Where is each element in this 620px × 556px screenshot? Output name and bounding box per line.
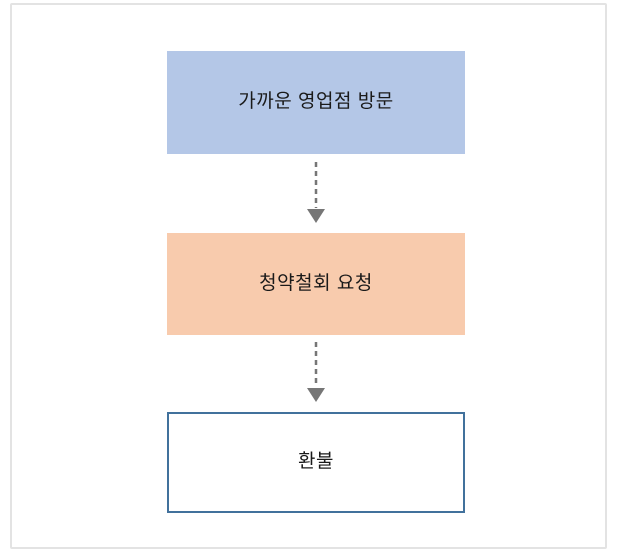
flow-step-withdrawal-request-label: 청약철회 요청 <box>259 272 373 294</box>
flowchart-card: 가까운 영업점 방문 청약철회 요청 환불 <box>10 3 607 549</box>
flow-step-refund-label: 환불 <box>298 451 334 473</box>
dashed-down-arrow-icon <box>306 335 326 412</box>
flow-step-withdrawal-request: 청약철회 요청 <box>167 233 465 335</box>
dashed-down-arrow-icon <box>306 154 326 233</box>
flow-step-visit-branch-label: 가까운 영업점 방문 <box>238 91 394 113</box>
flow-step-visit-branch: 가까운 영업점 방문 <box>167 51 465 154</box>
flow-step-refund: 환불 <box>167 412 465 513</box>
